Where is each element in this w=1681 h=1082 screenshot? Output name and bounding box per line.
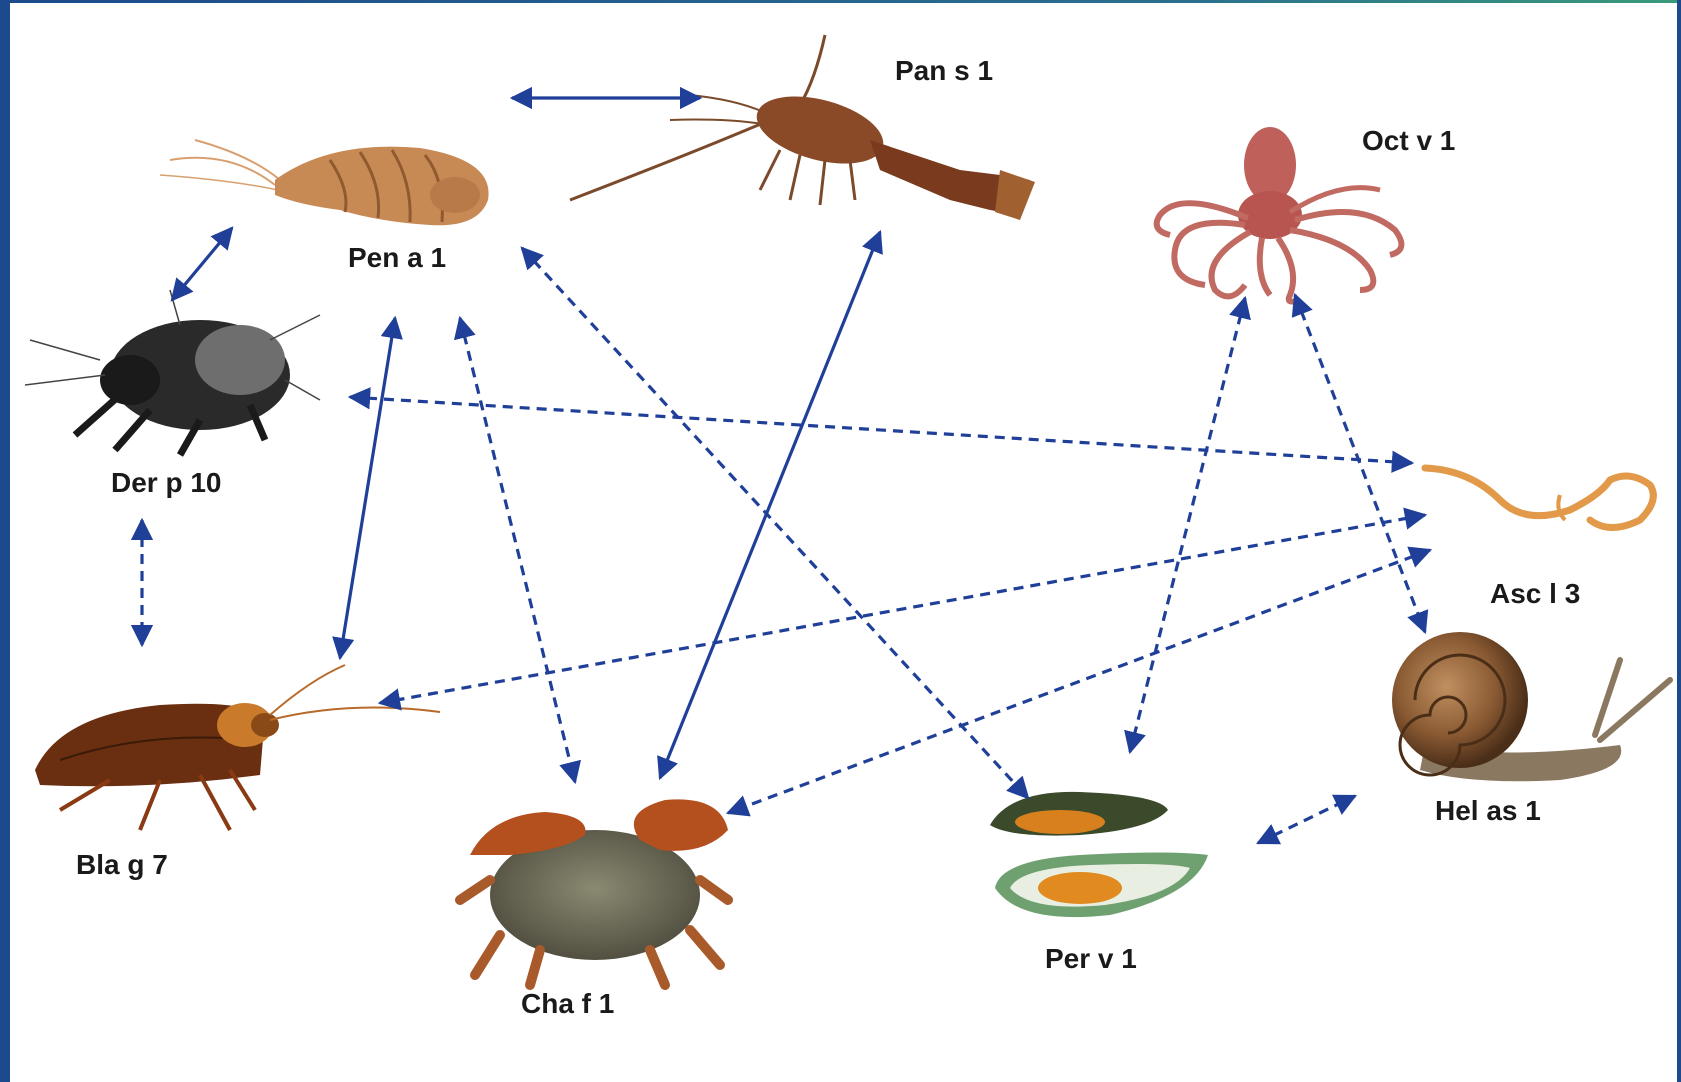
arrow-mite-worm bbox=[350, 397, 1412, 463]
roundworm-icon bbox=[1425, 468, 1653, 528]
label-oct-v-1: Oct v 1 bbox=[1362, 127, 1455, 155]
arrow-worm-crab bbox=[728, 550, 1430, 813]
arrow-lobster-crab bbox=[660, 232, 880, 778]
label-pen-a-1: Pen a 1 bbox=[348, 244, 446, 272]
mussel-icon bbox=[990, 792, 1208, 917]
crab-icon bbox=[460, 799, 728, 985]
arrow-octopus-mussel bbox=[1130, 298, 1245, 752]
arrow-shrimp-mite bbox=[172, 228, 232, 300]
shrimp-icon bbox=[160, 140, 489, 225]
arrow-mussel-snail bbox=[1258, 796, 1355, 843]
label-der-p-10: Der p 10 bbox=[111, 469, 222, 497]
snail-icon bbox=[1392, 632, 1670, 781]
arrow-shrimp-cockroach bbox=[340, 318, 395, 658]
label-hel-as-1: Hel as 1 bbox=[1435, 797, 1541, 825]
label-per-v-1: Per v 1 bbox=[1045, 945, 1137, 973]
label-asc-l-3: Asc l 3 bbox=[1490, 580, 1580, 608]
arrow-shrimp-crab bbox=[460, 318, 575, 782]
label-bla-g-7: Bla g 7 bbox=[76, 851, 168, 879]
label-cha-f-1: Cha f 1 bbox=[521, 990, 614, 1018]
dust-mite-icon bbox=[25, 290, 320, 455]
arrow-shrimp-mussel bbox=[522, 248, 1028, 798]
cockroach-icon bbox=[35, 665, 440, 830]
label-pan-s-1: Pan s 1 bbox=[895, 57, 993, 85]
